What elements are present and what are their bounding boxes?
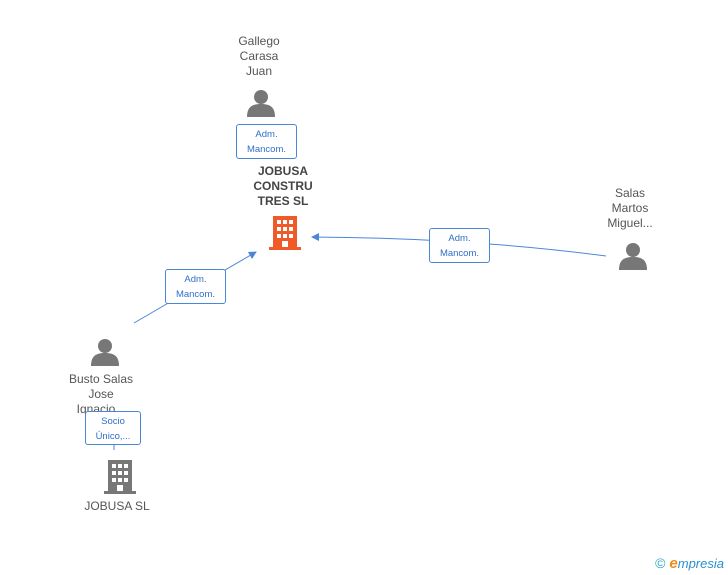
role-label-gallego[interactable]: Adm. Mancom. [236,124,297,159]
role-label-busto[interactable]: Adm. Mancom. [165,269,226,304]
company-name-main: JOBUSA CONSTRU TRES SL [253,164,313,208]
role-label-busto-jobusa[interactable]: Socio Único,... [85,411,141,445]
company-name-jobusa: JOBUSA SL [84,499,150,513]
person-icon[interactable] [246,89,276,117]
building-icon[interactable] [269,216,301,250]
person-name-salas: Salas Martos Miguel... [607,186,653,230]
person-icon[interactable] [618,242,648,270]
person-icon[interactable] [90,338,120,366]
brand-initial: e [669,555,678,572]
person-name-busto: Busto Salas Jose Ignacio... [68,372,134,414]
building-icon[interactable] [104,460,136,494]
empresia-brand[interactable]: ©empresia [655,555,724,572]
brand-name: mpresia [677,556,724,571]
role-label-salas[interactable]: Adm. Mancom. [429,228,490,263]
copyright-icon: © [655,555,666,571]
person-name-gallego: Gallego Carasa Juan [238,34,280,78]
